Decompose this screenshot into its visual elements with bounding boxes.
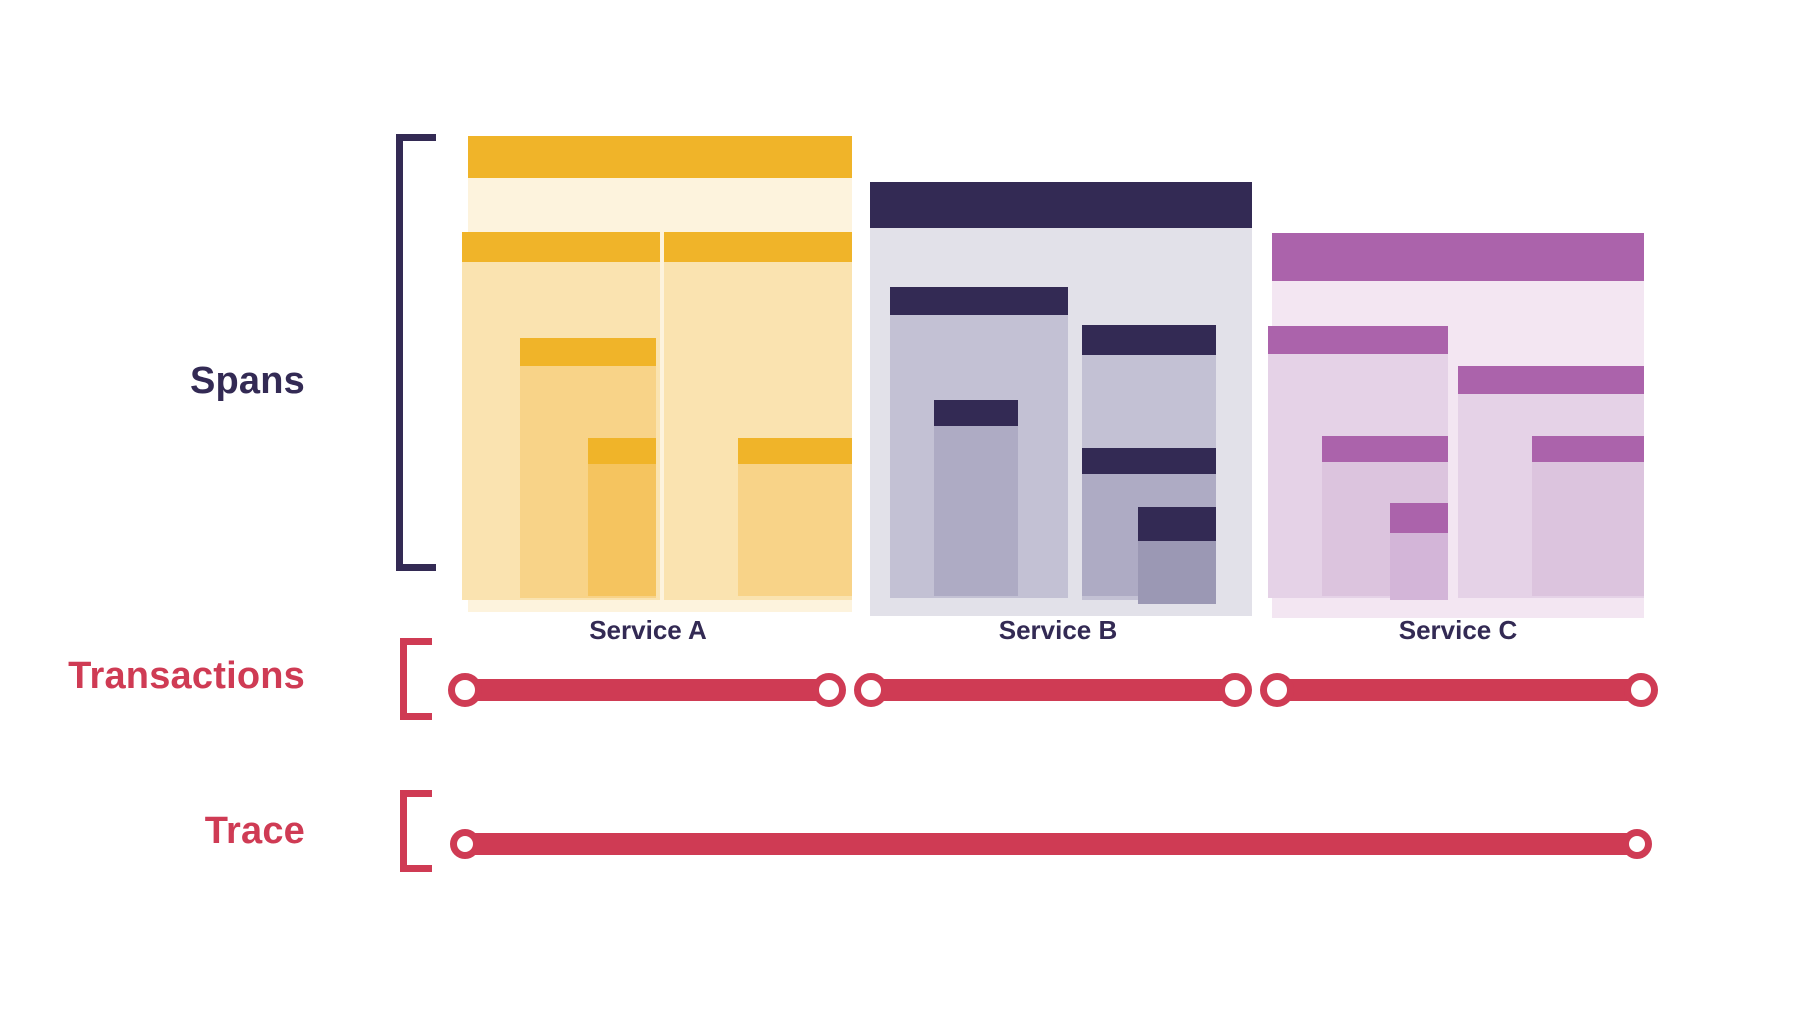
trace-bracket-spine (400, 790, 407, 872)
trace-bracket-bottom-arm (400, 865, 432, 872)
span-b-root-header (870, 182, 1252, 228)
service-group-service-b: Service B (870, 182, 1252, 645)
trace-dot-start[interactable] (450, 829, 480, 859)
transaction-dot-a-end[interactable] (812, 673, 846, 707)
span-a-6[interactable] (738, 438, 852, 596)
spans-area: Service A Service B Service C (462, 136, 1644, 645)
span-a-root-header (468, 136, 852, 178)
transaction-segment-a[interactable] (456, 679, 828, 701)
spans-row-label: Spans (189, 360, 305, 402)
span-c-4-header (1390, 503, 1448, 533)
transaction-dot-c-end[interactable] (1624, 673, 1658, 707)
transactions-bracket-bottom-arm (400, 713, 432, 720)
span-b-4-header (1082, 325, 1216, 355)
service-caption-service-b: Service B (998, 615, 1118, 645)
transactions-bracket-spine (400, 638, 407, 720)
span-b-3-header (934, 400, 1018, 426)
span-b-3[interactable] (934, 400, 1018, 596)
service-caption-service-a: Service A (589, 615, 707, 645)
span-c-2-header (1268, 326, 1448, 354)
span-a-3-header (520, 338, 656, 366)
span-a-6-header (738, 438, 852, 464)
spans-bracket-top-arm (396, 134, 436, 141)
transaction-dot-b-end[interactable] (1218, 673, 1252, 707)
service-group-service-c: Service C (1268, 233, 1644, 645)
spans-bracket-bottom-arm (396, 564, 436, 571)
transaction-dot-b-start[interactable] (854, 673, 888, 707)
span-c-root-header (1272, 233, 1644, 281)
span-b-2-header (890, 287, 1068, 315)
transactions-bracket (400, 638, 432, 720)
span-a-2-header (462, 232, 660, 262)
span-c-6[interactable] (1532, 436, 1644, 596)
span-c-4[interactable] (1390, 503, 1448, 600)
trace-dot-end[interactable] (1622, 829, 1652, 859)
trace-bracket-top-arm (400, 790, 432, 797)
transactions-bracket-top-arm (400, 638, 432, 645)
span-c-5-header (1458, 366, 1644, 394)
trace-row-label: Trace (204, 810, 305, 852)
transactions-row-label: Transactions (68, 655, 305, 697)
span-b-6-header (1138, 507, 1216, 541)
transaction-segment-b[interactable] (862, 679, 1234, 701)
span-c-3-header (1322, 436, 1448, 462)
span-c-6-header (1532, 436, 1644, 462)
service-caption-service-c: Service C (1398, 615, 1518, 645)
span-a-4-header (588, 438, 656, 464)
span-a-5-header (664, 232, 852, 262)
span-a-4[interactable] (588, 438, 656, 596)
spans-bracket (396, 134, 436, 571)
spans-bracket-spine (396, 134, 403, 571)
trace-bracket (400, 790, 432, 872)
trace-segment[interactable] (456, 833, 1638, 855)
service-group-service-a: Service A (462, 136, 852, 645)
span-b-6[interactable] (1138, 507, 1216, 604)
span-b-5-header (1082, 448, 1216, 474)
transaction-dot-c-start[interactable] (1260, 673, 1294, 707)
transaction-dot-a-start[interactable] (448, 673, 482, 707)
transaction-segment-c[interactable] (1268, 679, 1640, 701)
